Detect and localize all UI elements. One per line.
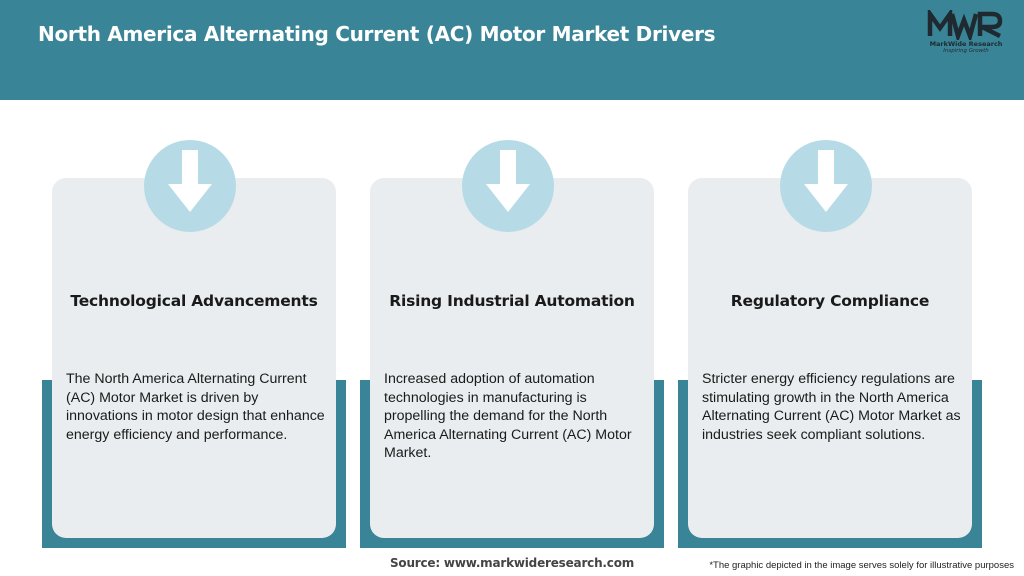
- driver-column-technological: Technological Advancements The North Ame…: [42, 140, 346, 550]
- driver-card: Technological Advancements The North Ame…: [52, 178, 336, 538]
- disclaimer-note: *The graphic depicted in the image serve…: [709, 560, 1014, 571]
- mwr-logo-icon: [927, 10, 1003, 40]
- card-title: Technological Advancements: [70, 292, 318, 310]
- header-banner: North America Alternating Current (AC) M…: [0, 0, 1024, 100]
- page-title: North America Alternating Current (AC) M…: [38, 22, 716, 46]
- logo-name: MarkWide Research: [929, 40, 1003, 48]
- markwide-logo[interactable]: MarkWide Research Inspiring Growth: [920, 10, 1012, 60]
- card-description: The North America Alternating Current (A…: [66, 371, 325, 443]
- card-description: Increased adoption of automation technol…: [384, 371, 632, 461]
- driver-column-regulatory: Regulatory Compliance Stricter energy ef…: [678, 140, 982, 550]
- arrow-down-icon: [462, 140, 554, 232]
- logo-tagline: Inspiring Growth: [943, 48, 989, 54]
- arrow-down-icon: [144, 140, 236, 232]
- card-title: Rising Industrial Automation: [389, 292, 635, 310]
- driver-card: Rising Industrial Automation Increased a…: [370, 178, 654, 538]
- card-description: Stricter energy efficiency regulations a…: [702, 371, 961, 443]
- arrow-down-icon: [780, 140, 872, 232]
- source-credit[interactable]: Source: www.markwideresearch.com: [389, 556, 635, 570]
- card-title: Regulatory Compliance: [730, 292, 930, 310]
- driver-card: Regulatory Compliance Stricter energy ef…: [688, 178, 972, 538]
- driver-column-automation: Rising Industrial Automation Increased a…: [360, 140, 664, 550]
